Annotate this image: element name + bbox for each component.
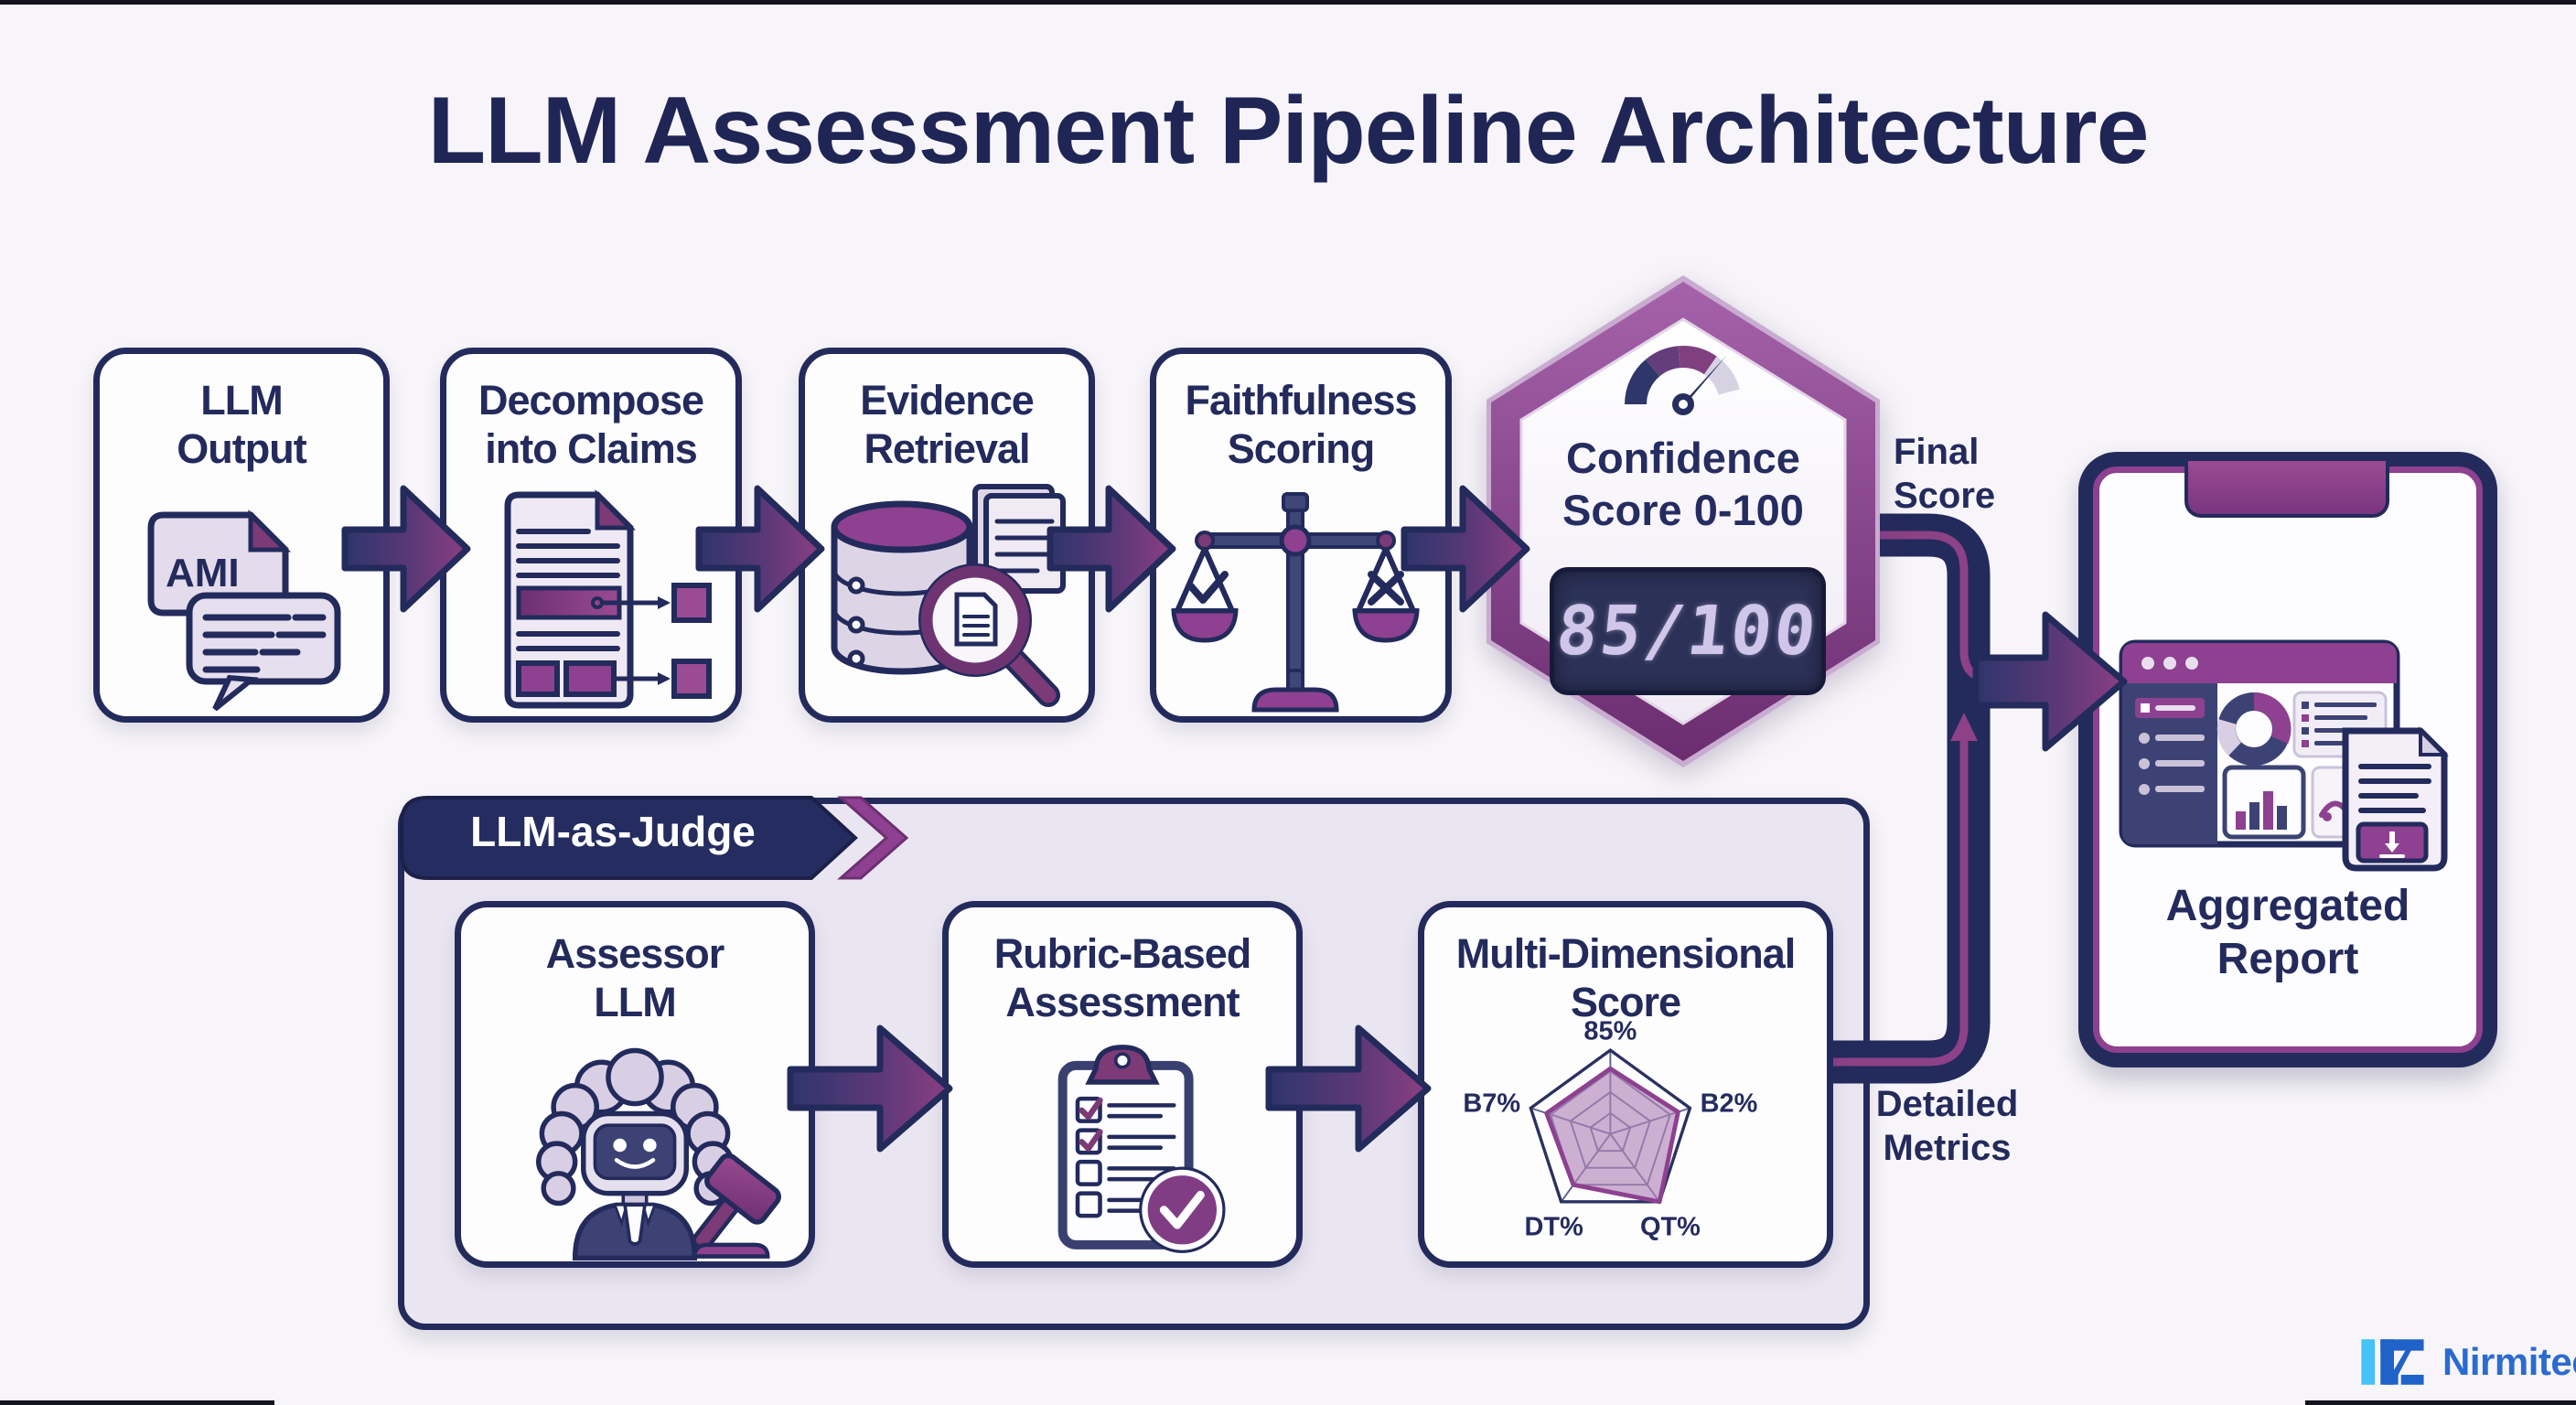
aggregated-report-node: Aggregated Report	[2078, 452, 2497, 1067]
node-multidimensional-score: Multi-Dimensional Score 85% B2% QT% DT% …	[1418, 901, 1833, 1268]
node-evidence-retrieval: Evidence Retrieval	[799, 348, 1095, 723]
node-multidim-label: Multi-Dimensional Score	[1455, 930, 1797, 1026]
tablet-top-tab	[2184, 461, 2389, 518]
arrow-1-icon	[341, 485, 471, 613]
node-faithfulness-label: Faithfulness Scoring	[1185, 377, 1417, 473]
node-decompose-label: Decompose into Claims	[478, 377, 704, 473]
arrow-3-icon	[1046, 485, 1176, 613]
node-llm-output: LLM Output AMI	[93, 348, 390, 723]
radar-data-polygon	[1544, 1066, 1680, 1205]
arrow-judge-1-icon	[787, 1024, 953, 1153]
detailed-metrics-stripe	[1824, 737, 1969, 1067]
radar-label-left: B7%	[1463, 1089, 1520, 1119]
score-display-value: 85/100	[1552, 592, 1823, 670]
llm-as-judge-banner	[400, 796, 909, 880]
node-rubric-assessment: Rubric-Based Assessment	[942, 901, 1303, 1268]
gauge-icon	[1625, 346, 1740, 415]
robot-judge-icon	[536, 1047, 781, 1261]
bottom-edge-line-right	[2305, 1400, 2576, 1405]
claims-decomposition-icon	[504, 488, 712, 709]
arrow-judge-2-icon	[1265, 1024, 1432, 1153]
final-score-label: Final Score	[1894, 432, 1996, 516]
node-evidence-label: Evidence Retrieval	[860, 377, 1035, 473]
node-assessor-label: Assessor LLM	[545, 930, 725, 1026]
radar-label-top: 85%	[1583, 1017, 1637, 1046]
brand-logo-text: Nirmitee.io	[2442, 1340, 2576, 1383]
node-llm-output-label: LLM Output	[177, 377, 306, 473]
radar-label-bottom-left: DT%	[1525, 1213, 1583, 1242]
stripe-arrow-up-icon	[1950, 713, 1978, 741]
chat-document-icon: AMI	[147, 509, 341, 712]
brand-logo-icon	[2361, 1339, 2424, 1385]
svg-text:AMI: AMI	[166, 551, 240, 595]
aggregated-report-label: Aggregated Report	[2165, 882, 2410, 983]
confidence-score-label: Confidence Score 0-100	[1562, 434, 1804, 535]
arrow-4-icon	[1401, 485, 1530, 613]
brand-logo: Nirmitee.io	[2358, 1334, 2576, 1390]
score-display: 85/100	[1550, 567, 1826, 695]
node-assessor-llm: Assessor LLM	[455, 901, 815, 1268]
clipboard-checklist-icon	[1057, 1045, 1226, 1253]
detailed-metrics-label: Detailed Metrics	[1875, 1084, 2019, 1168]
radar-label-right: B2%	[1701, 1089, 1758, 1119]
banner-label: LLM-as-Judge	[470, 808, 756, 855]
database-search-icon	[831, 484, 1066, 707]
page-title: LLM Assessment Pipeline Architecture	[427, 78, 2150, 184]
bottom-edge-line-left	[0, 1400, 274, 1405]
node-rubric-label: Rubric-Based Assessment	[993, 930, 1252, 1026]
top-edge-line	[0, 0, 2576, 5]
radar-label-bottom-right: QT%	[1640, 1213, 1701, 1242]
merge-arrow-icon	[1972, 611, 2128, 752]
arrow-2-icon	[695, 485, 825, 613]
dashboard-report-icon	[2119, 639, 2449, 872]
balance-scale-icon	[1171, 492, 1420, 713]
radar-chart-icon: 85% B2% QT% DT% B7%	[1463, 1017, 1758, 1242]
banner-chevron-icon	[837, 796, 909, 880]
